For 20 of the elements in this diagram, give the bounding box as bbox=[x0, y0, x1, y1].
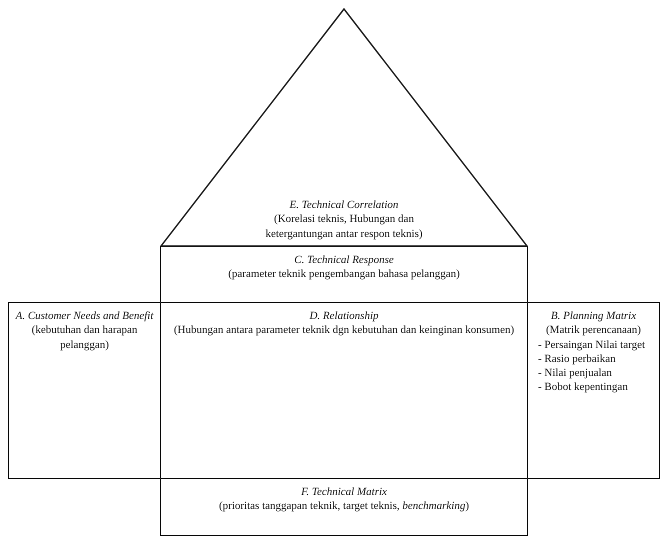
section-description: (prioritas tanggapan teknik, target teknis, benchmarking) bbox=[218, 499, 470, 514]
matrix-section bbox=[527, 302, 660, 479]
list-item: - Persaingan Nilai target bbox=[537, 338, 646, 352]
section-title: D. Relationship bbox=[308, 309, 380, 324]
matrix-section bbox=[8, 302, 161, 479]
list-item: - Rasio perbaikan bbox=[537, 352, 617, 366]
section-description: (Matrik perencanaan) bbox=[545, 323, 642, 338]
section-title: C. Technical Response bbox=[293, 253, 395, 268]
section-description: (parameter teknik pengembangan bahasa pelanggan) bbox=[227, 267, 461, 282]
matrix-section bbox=[160, 246, 528, 303]
section-description: (Hubungan antara parameter teknik dgn kebutuhan dan keinginan konsumen) bbox=[172, 323, 516, 338]
section-title: E. Technical Correlation bbox=[288, 198, 400, 212]
section-description: (kebutuhan dan harapan pelanggan) bbox=[30, 323, 138, 352]
section-title: F. Technical Matrix bbox=[300, 485, 388, 500]
list-item: - Nilai penjualan bbox=[537, 366, 613, 380]
list-item: - Bobot kepentingan bbox=[537, 380, 629, 395]
section-title: B. Planning Matrix bbox=[550, 309, 638, 324]
matrix-section bbox=[160, 478, 528, 536]
section-description: (Korelasi teknis, Hubungan dan ketergantungan antar respon teknis) bbox=[264, 212, 424, 241]
section-title: A. Customer Needs and Benefit bbox=[15, 309, 154, 324]
